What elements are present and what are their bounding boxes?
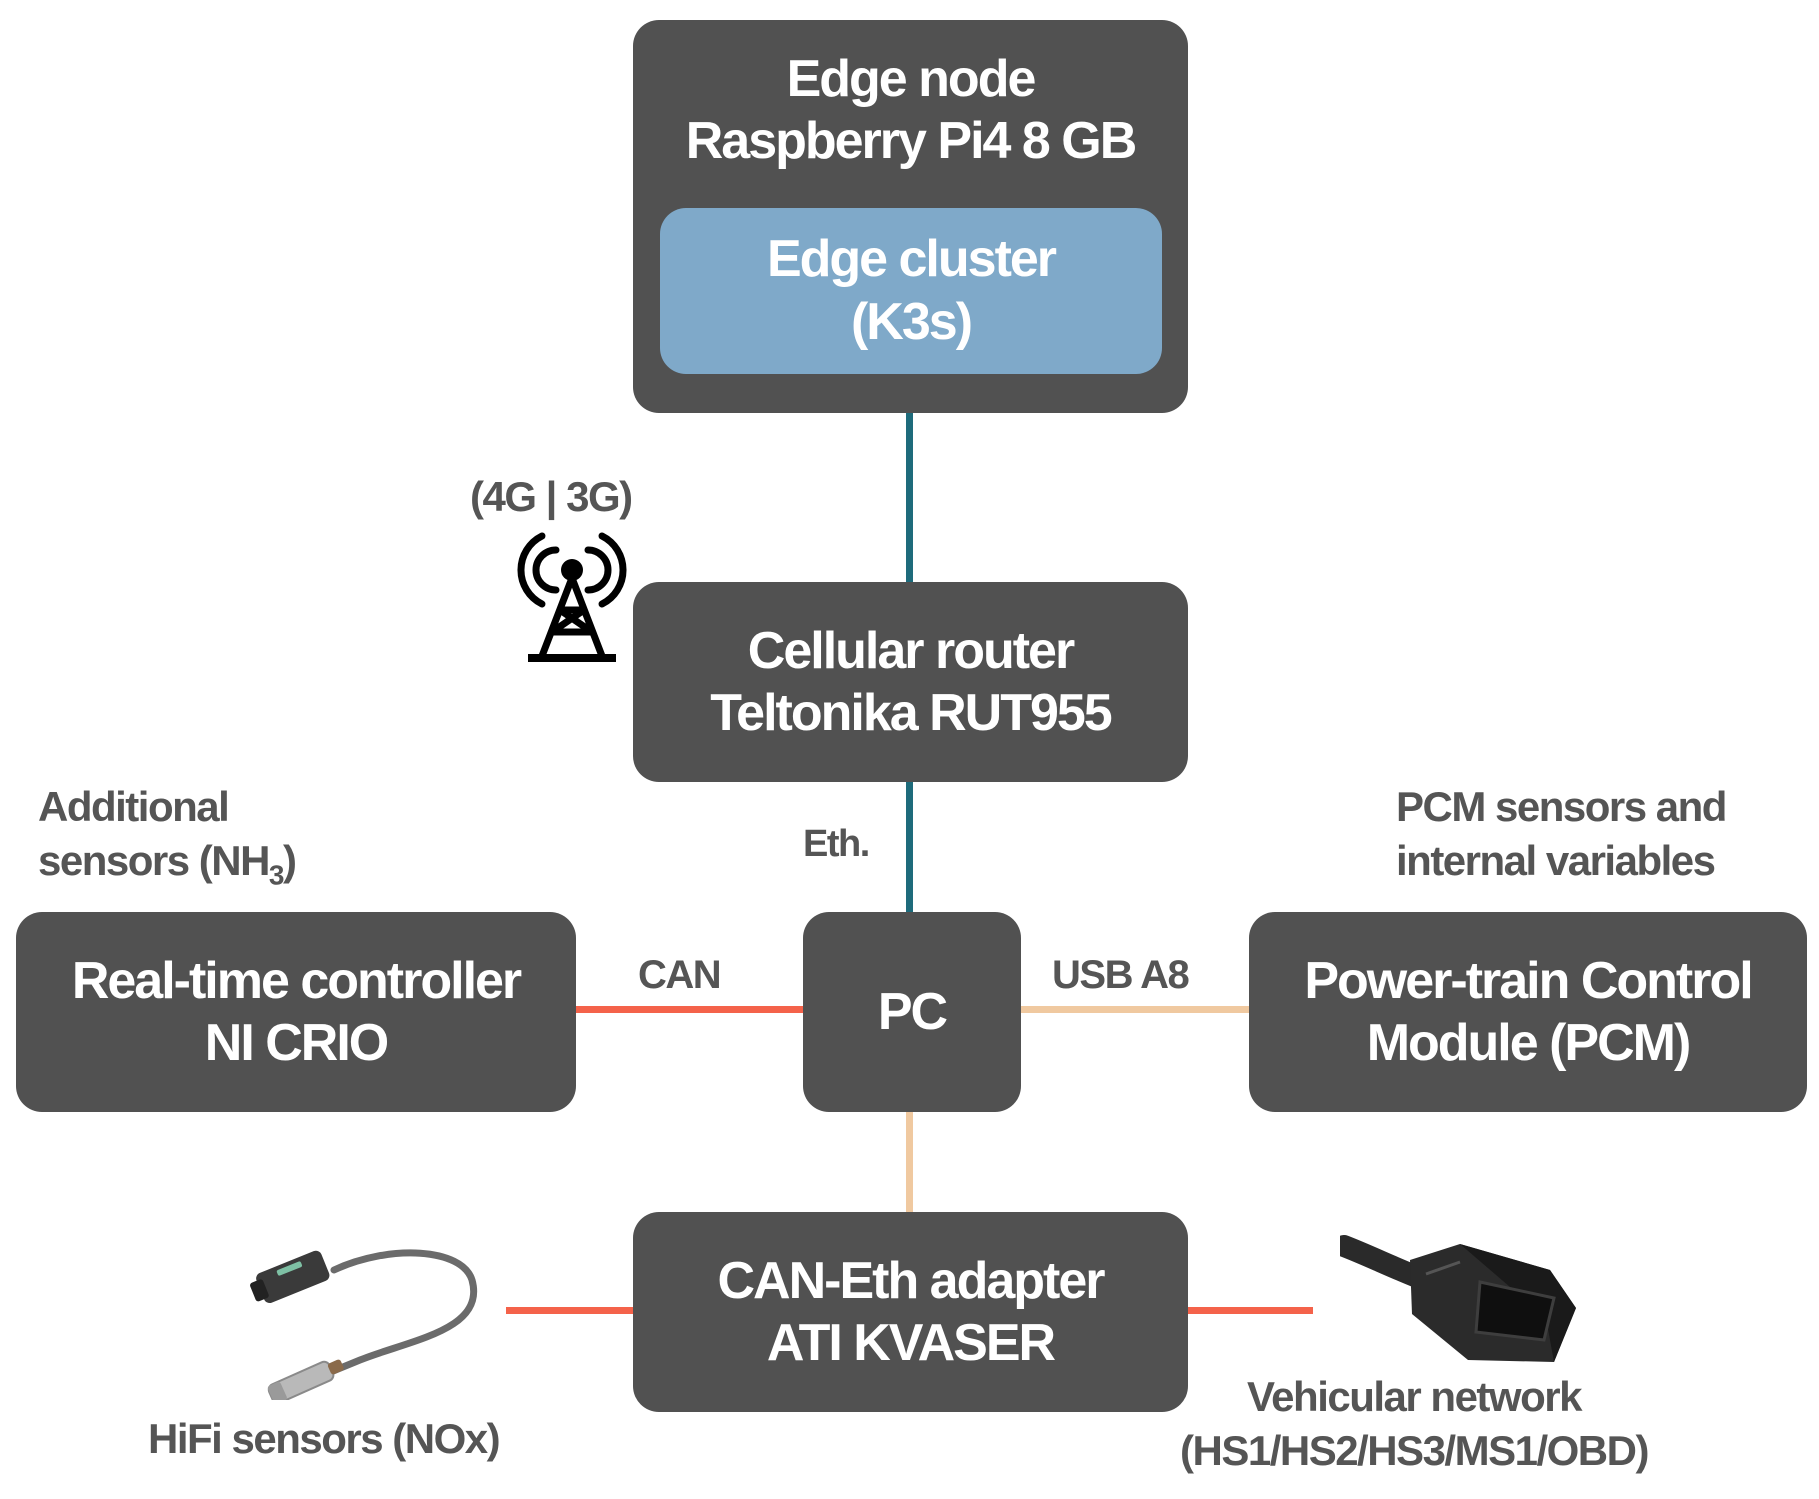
hifi-sensors-label: HiFi sensors (NOx) (148, 1415, 501, 1462)
adapter-model: ATI KVASER (766, 1314, 1056, 1372)
usb-link-pc-pcm (1020, 1006, 1252, 1013)
can-eth-adapter-box: CAN-Eth adapter ATI KVASER (633, 1212, 1188, 1412)
can-label: CAN (638, 953, 722, 997)
additional-sensors-label: Additional sensors (NH3) (38, 780, 297, 893)
edge-cluster-title: Edge cluster (766, 229, 1057, 288)
eth-link-router-pc (906, 780, 913, 914)
usb-label: USB A8 (1052, 953, 1190, 997)
pcm-sensors-label: PCM sensors and internal variables (1396, 780, 1727, 888)
edge-node-title: Edge node (786, 50, 1037, 108)
additional-sensors-prefix: sensors (NH (38, 836, 270, 884)
pc-label: PC (877, 982, 948, 1041)
pc-box: PC (803, 912, 1021, 1112)
adapter-title: CAN-Eth adapter (717, 1251, 1105, 1310)
edge-cluster-box: Edge cluster (K3s) (660, 208, 1162, 374)
obd-connector-icon (1340, 1235, 1576, 1362)
router-model: Teltonika RUT955 (710, 684, 1112, 742)
can-link-controller-pc (575, 1006, 805, 1013)
controller-model: NI CRIO (204, 1014, 389, 1072)
cell-tower-icon (517, 532, 627, 662)
cellular-router-box: Cellular router Teltonika RUT955 (633, 582, 1188, 782)
pcm-sensors-line2: internal variables (1396, 836, 1716, 884)
realtime-controller-box: Real-time controller NI CRIO (16, 912, 576, 1112)
additional-sensors-line1: Additional (38, 783, 230, 830)
router-title: Cellular router (747, 621, 1075, 680)
cellular-label: (4G | 3G) (470, 473, 633, 520)
additional-sensors-suffix: ) (282, 836, 297, 884)
can-link-adapter-vehicle (1185, 1307, 1313, 1314)
vehicular-network-label: Vehicular network (HS1/HS2/HS3/MS1/OBD) (1180, 1370, 1649, 1478)
controller-title: Real-time controller (71, 951, 522, 1010)
eth-link-edge-router (906, 412, 913, 584)
vehicular-network-line2: (HS1/HS2/HS3/MS1/OBD) (1180, 1426, 1649, 1474)
edge-cluster-k3s: (K3s) (850, 293, 973, 351)
pcm-subtitle: Module (PCM) (1366, 1014, 1692, 1072)
nox-sensor-icon (250, 1249, 478, 1400)
eth-label: Eth. (803, 823, 870, 865)
link-pc-adapter (906, 1110, 913, 1215)
pcm-sensors-line1: PCM sensors and (1396, 783, 1727, 830)
pcm-title: Power-train Control (1304, 951, 1753, 1010)
edge-node-model: Raspberry Pi4 8 GB (685, 112, 1138, 171)
pcm-box: Power-train Control Module (PCM) (1249, 912, 1807, 1112)
vehicular-network-line1: Vehicular network (1246, 1373, 1582, 1420)
can-link-sensor-adapter (506, 1307, 634, 1314)
additional-sensors-line2: sensors (NH3) (38, 834, 297, 893)
additional-sensors-subscript: 3 (268, 859, 285, 891)
